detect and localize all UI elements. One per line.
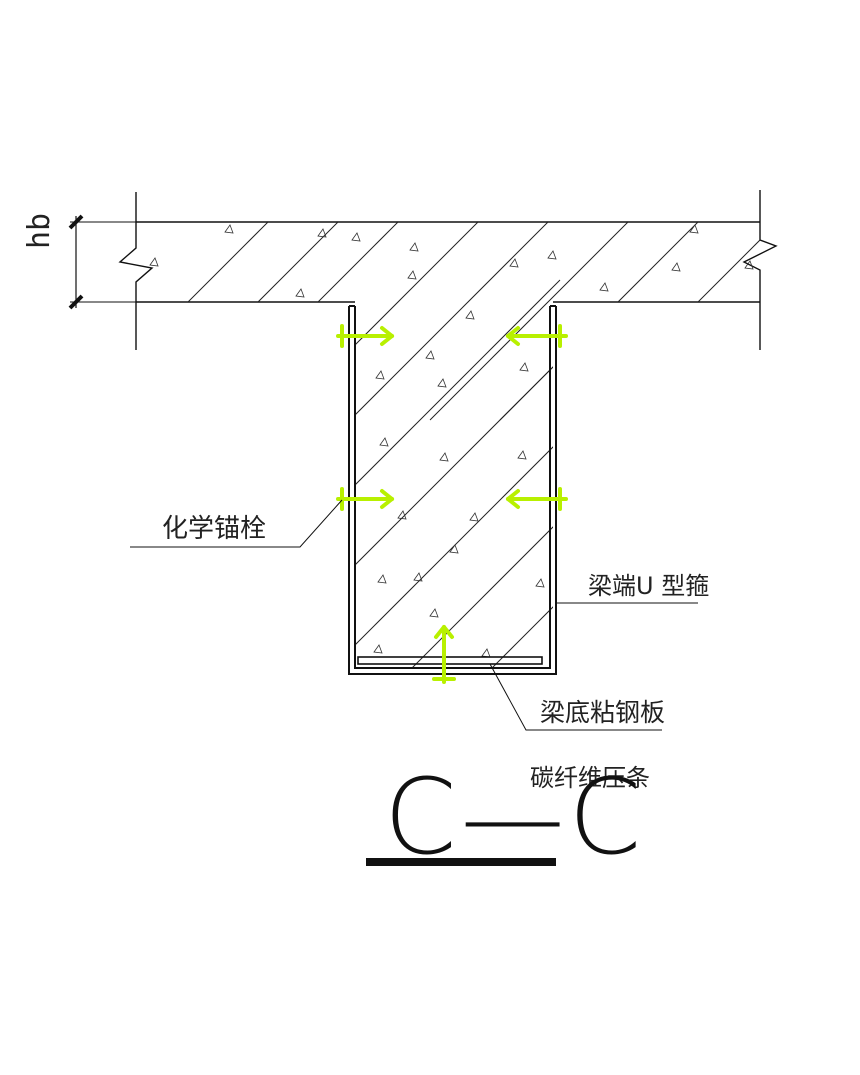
section-title: C—C bbox=[384, 756, 646, 878]
anchor-top-right bbox=[506, 324, 568, 348]
leader-lines bbox=[130, 499, 698, 731]
anchor-bottom bbox=[432, 625, 456, 684]
anchor-mid-right bbox=[506, 487, 568, 511]
concrete-section bbox=[118, 190, 778, 350]
anchor-mid-left bbox=[336, 487, 394, 511]
chemical-anchors bbox=[336, 324, 568, 684]
u-strap-label: 梁端U 型箍 bbox=[588, 572, 710, 600]
concrete-aggregate bbox=[149, 224, 754, 658]
anchor-top-left bbox=[336, 324, 394, 348]
title-underline bbox=[366, 858, 556, 866]
dimension-hb bbox=[68, 214, 136, 310]
bottom-steel-plate bbox=[357, 656, 543, 665]
u-strap bbox=[348, 305, 557, 675]
slab-thickness-label: hb bbox=[22, 212, 57, 249]
steel-plate-label: 梁底粘钢板 bbox=[540, 698, 666, 727]
chemical-anchor-label: 化学锚栓 bbox=[162, 514, 267, 544]
cfrp-strip-label: 碳纤维压条 bbox=[530, 764, 650, 792]
